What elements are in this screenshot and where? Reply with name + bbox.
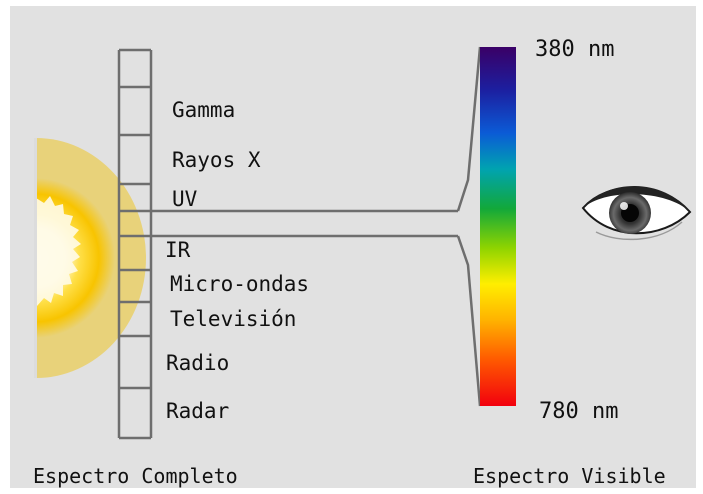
- band-label-uv: UV: [172, 187, 198, 211]
- band-label-gamma: Gamma: [172, 98, 235, 122]
- spectrum-ladder: [117, 46, 482, 440]
- band-label-radio: Radio: [166, 351, 229, 375]
- band-label-xray: Rayos X: [172, 148, 261, 172]
- band-label-radar: Radar: [166, 399, 229, 423]
- band-label-ir: IR: [165, 238, 191, 262]
- band-label-microwave: Micro-ondas: [170, 272, 309, 296]
- band-label-television: Televisión: [170, 307, 296, 331]
- wavelength-top-label: 380 nm: [535, 37, 614, 62]
- sun-icon: [34, 138, 146, 378]
- visible-spectrum-bar: [480, 47, 516, 406]
- full-spectrum-caption: Espectro Completo: [33, 464, 238, 488]
- eye-icon: [581, 185, 692, 241]
- wavelength-bottom-label: 780 nm: [539, 399, 618, 424]
- visible-spectrum-caption: Espectro Visible: [473, 464, 666, 488]
